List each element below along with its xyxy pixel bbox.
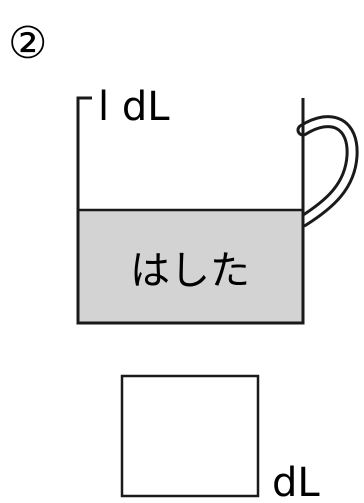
cup-handle-inner <box>299 118 356 225</box>
liquid-label: はした <box>130 248 250 294</box>
problem-number: ② <box>8 18 47 69</box>
answer-unit-label: dL <box>272 460 320 499</box>
cup-liquid <box>78 210 303 323</box>
answer-box[interactable] <box>120 374 260 498</box>
capacity-label: l dL <box>98 84 170 130</box>
